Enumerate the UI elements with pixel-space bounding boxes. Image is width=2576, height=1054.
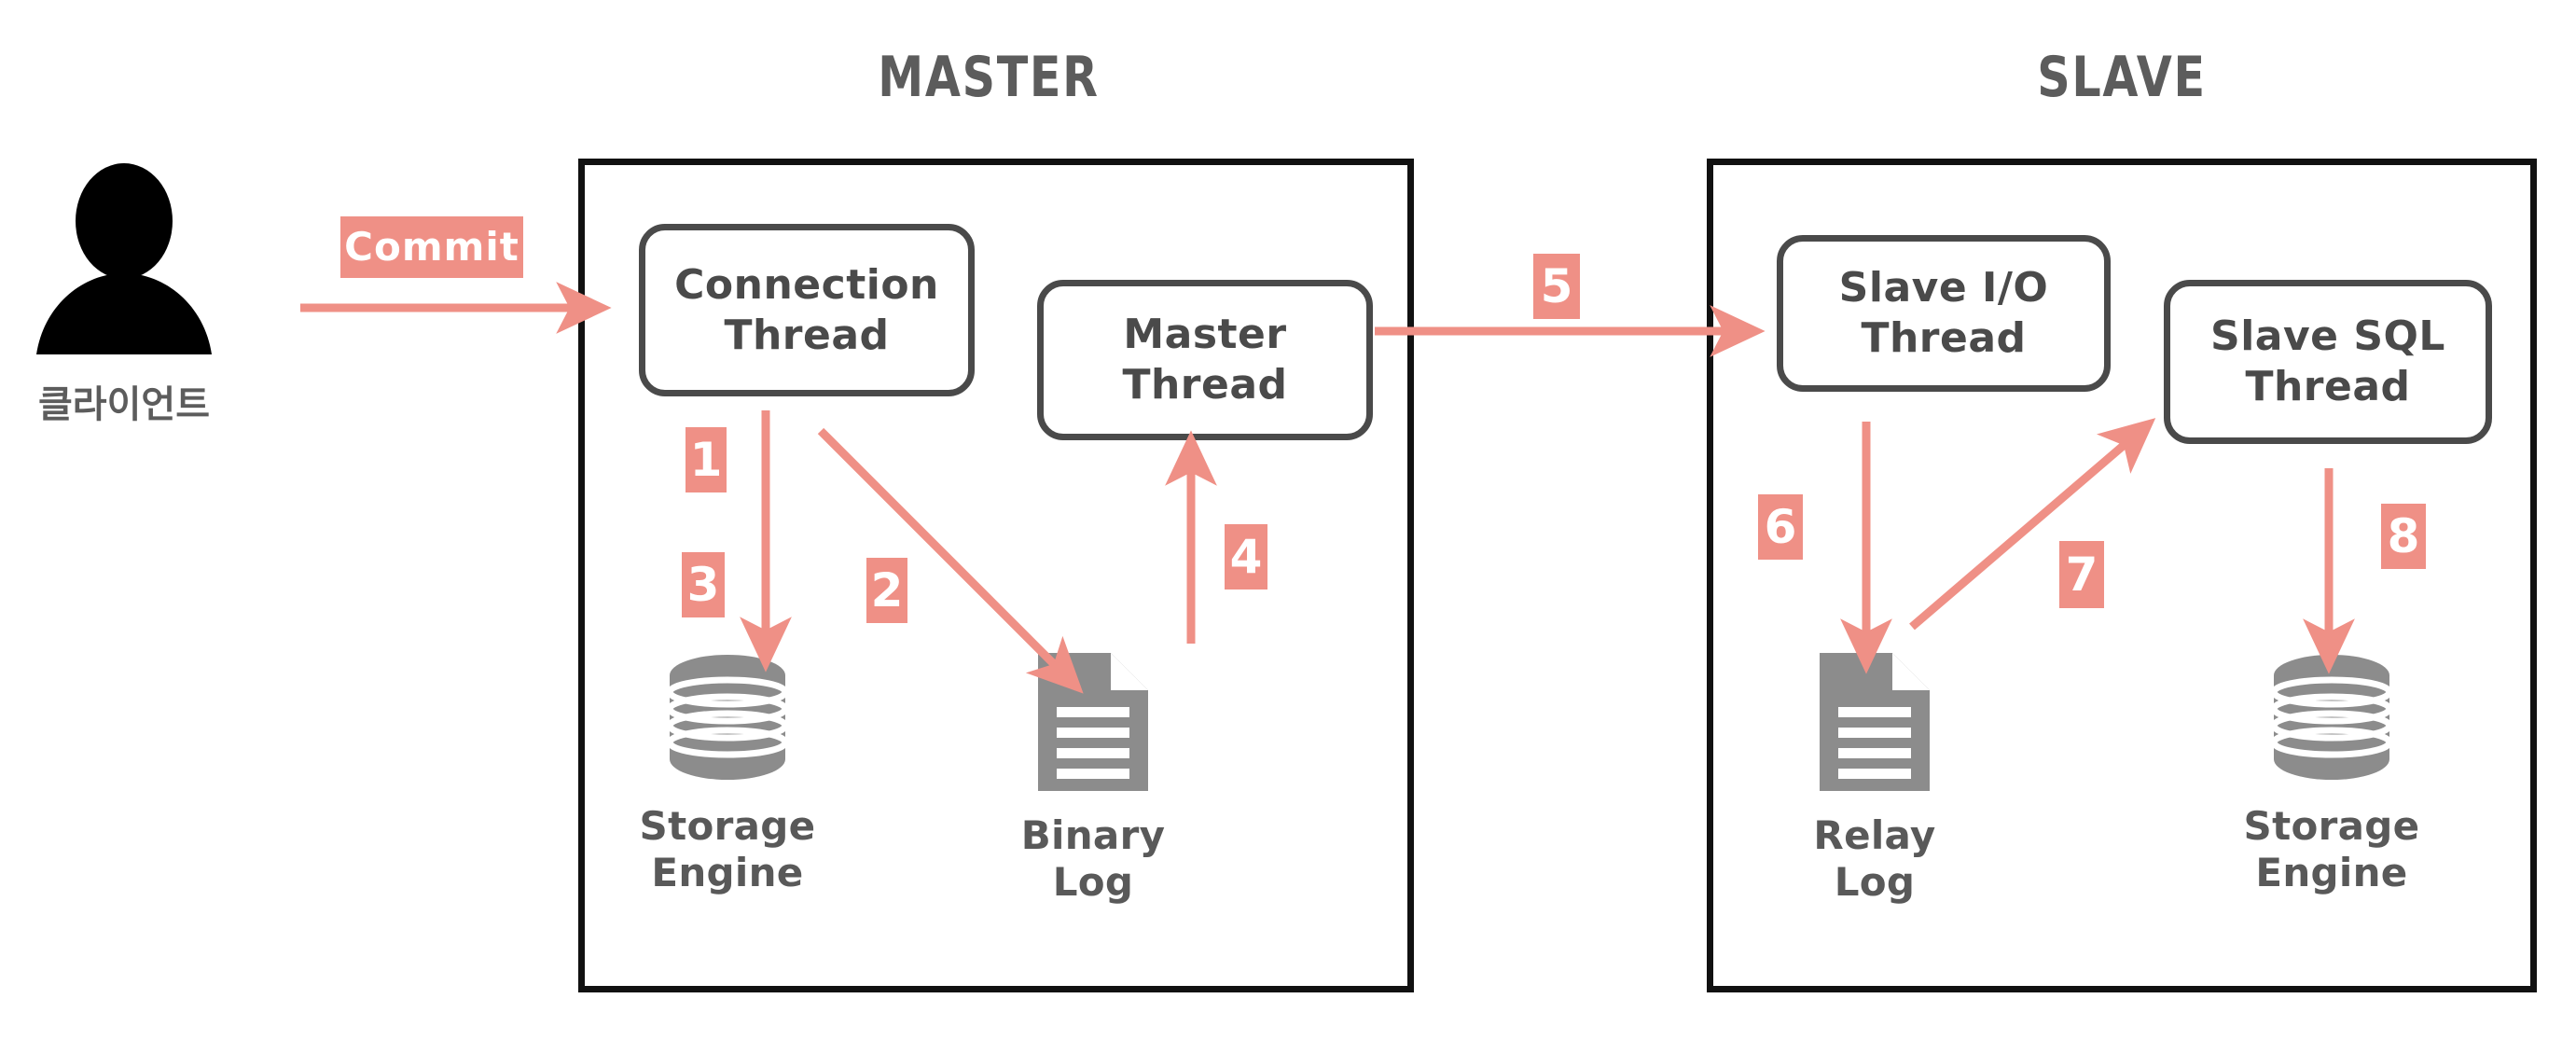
master-storage-engine-node: Storage Engine [634, 653, 821, 897]
slave-server-boundary [1707, 159, 2537, 992]
master-storage-engine-label: Storage Engine [639, 803, 816, 896]
document-page-icon [1820, 653, 1930, 796]
binary-log-label: Binary Log [1020, 812, 1166, 906]
step-badge-1: 1 [686, 427, 727, 492]
database-cylinder-icon [666, 653, 789, 786]
slave-storage-engine-label: Storage Engine [2243, 803, 2420, 896]
slave-section-title: SLAVE [2037, 45, 2207, 110]
step-badge-6: 6 [1758, 494, 1803, 560]
slave-sql-thread-box[interactable]: Slave SQL Thread [2164, 280, 2492, 444]
slave-io-thread-box[interactable]: Slave I/O Thread [1777, 235, 2111, 392]
document-page-icon [1038, 653, 1148, 796]
database-cylinder-icon [2270, 653, 2393, 786]
connection-thread-label: Connection Thread [674, 260, 939, 359]
slave-storage-engine-node: Storage Engine [2238, 653, 2425, 897]
person-silhouette-icon [25, 163, 223, 359]
connection-thread-box[interactable]: Connection Thread [639, 224, 975, 396]
binary-log-node: Binary Log [990, 653, 1196, 907]
relay-log-node: Relay Log [1772, 653, 1977, 907]
slave-io-thread-label: Slave I/O Thread [1838, 264, 2049, 362]
client-label: 클라이언트 [38, 383, 210, 426]
master-thread-box[interactable]: Master Thread [1037, 280, 1373, 440]
step-badge-5: 5 [1533, 254, 1580, 319]
relay-log-label: Relay Log [1813, 812, 1936, 906]
master-thread-label: Master Thread [1122, 311, 1288, 409]
master-section-title: MASTER [878, 45, 1100, 110]
commit-badge: Commit [340, 216, 523, 278]
step-badge-3: 3 [682, 552, 725, 617]
step-badge-8: 8 [2381, 504, 2426, 569]
step-badge-4: 4 [1225, 524, 1267, 589]
slave-sql-thread-label: Slave SQL Thread [2210, 312, 2445, 410]
client-node: 클라이언트 [17, 163, 231, 428]
master-server-boundary [578, 159, 1414, 992]
step-badge-7: 7 [2059, 541, 2104, 608]
step-badge-2: 2 [866, 558, 907, 623]
